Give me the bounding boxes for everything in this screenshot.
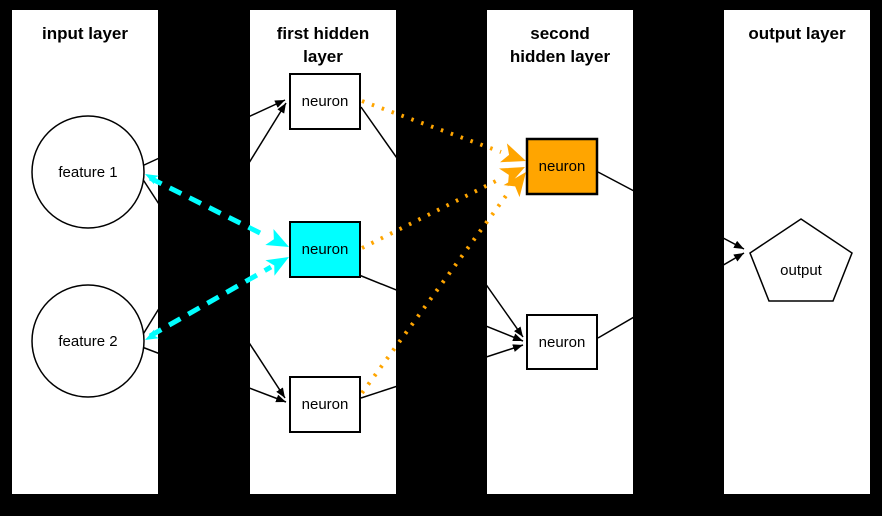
edge-h2n1-to-output [597, 171, 745, 250]
orange-edges [360, 99, 526, 395]
label-feature-1: feature 1 [58, 164, 117, 181]
edge-h1n1-to-h2n1-orange [361, 99, 502, 154]
orange-arrowhead-upper [500, 143, 526, 163]
title-first-hidden-line2: layer [303, 47, 343, 66]
black-edges [141, 99, 745, 403]
edge-h1n2-to-h2n2 [358, 274, 524, 342]
label-hidden1-neuron1: neuron [302, 93, 349, 110]
panel-input-layer [12, 10, 158, 494]
edge-h2n2-to-output [597, 252, 745, 339]
label-hidden2-neuron1: neuron [539, 158, 586, 175]
cyan-arrowhead-into-neuron-upper [265, 228, 289, 247]
title-second-hidden-line1: second [530, 24, 590, 43]
node-feature-1 [31, 115, 145, 229]
cyan-arrowhead-into-feature1 [145, 174, 159, 185]
edge-feature2-to-h1n1 [141, 102, 287, 337]
edge-feature1-to-h1n3 [141, 177, 286, 399]
label-hidden1-neuron2: neuron [302, 241, 349, 258]
cyan-edges [145, 174, 289, 340]
label-feature-2: feature 2 [58, 333, 117, 350]
node-hidden2-neuron1-orange [525, 137, 599, 196]
node-feature-2 [31, 284, 145, 398]
cyan-arrowhead-into-neuron-lower [265, 257, 289, 276]
title-first-hidden-line1: first hidden [277, 24, 370, 43]
edge-h1n3-to-h2n2 [360, 344, 524, 399]
title-second-hidden-line2: hidden layer [510, 47, 611, 66]
label-hidden2-neuron2: neuron [539, 334, 586, 351]
node-hidden1-neuron2-cyan [289, 221, 361, 278]
edge-feature2-to-h1n3 [141, 346, 287, 403]
cyan-arrowhead-into-feature2 [145, 329, 159, 340]
panel-second-hidden-layer [487, 10, 633, 494]
node-hidden2-neuron2 [526, 314, 598, 370]
edge-feature1-to-h1n1 [141, 99, 286, 167]
orange-arrowhead-lower [503, 172, 526, 198]
title-output-layer: output layer [748, 24, 846, 43]
edge-h1n1-to-h2n2 [360, 106, 524, 338]
node-hidden1-neuron1 [289, 73, 361, 130]
edge-feature2-to-h1n2-cyan [148, 264, 273, 339]
node-output-pentagon [749, 218, 853, 302]
title-input-layer: input layer [42, 24, 128, 43]
node-hidden1-neuron3 [289, 376, 361, 433]
label-hidden1-neuron3: neuron [302, 396, 349, 413]
label-output: output [780, 262, 823, 279]
orange-arrowhead-middle [499, 167, 525, 187]
